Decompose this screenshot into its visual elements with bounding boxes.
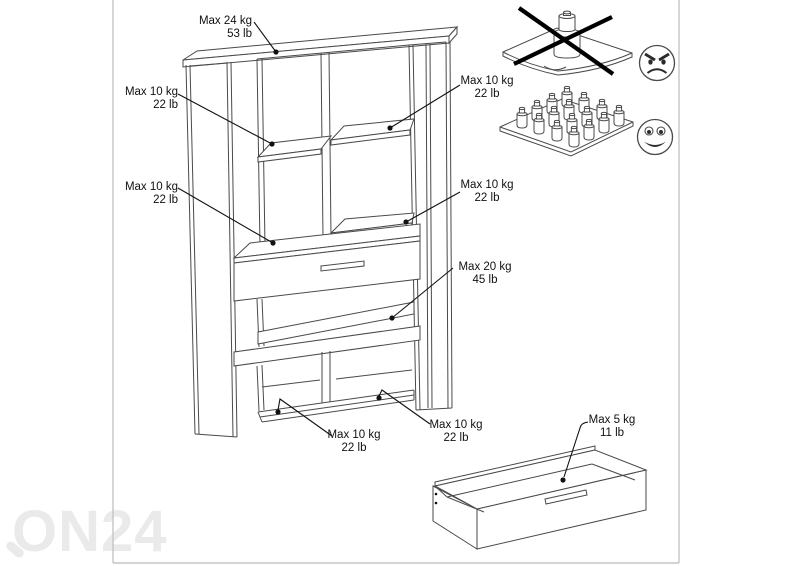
upper-right-shelf [329,118,415,146]
cabinet-drawing [182,25,459,438]
cabinet-top-panel [182,25,459,68]
pullout-drawer-drawing [432,445,648,550]
prohibition-cross-icon [513,6,615,76]
upper-left-shelf [256,135,333,163]
distributed-load-shelf-graphic [499,85,634,157]
overloaded-shelf-graphic [502,6,633,76]
weight-label-bottom-right-shelf: Max 10 kg 22 lb [429,419,483,444]
lower-section [256,351,415,423]
leader-lines [177,21,589,483]
angry-face-icon [638,44,676,82]
weight-label-middle-left-shelf: Max 10 kg 22 lb [124,181,178,206]
weight-label-upper-left-shelf: Max 10 kg 22 lb [124,86,178,111]
drawer-front [233,240,421,302]
weight-label-drawer: Max 5 kg 11 lb [588,414,636,439]
open-compartment [233,298,421,367]
weight-label-upper-right-shelf: Max 10 kg 22 lb [460,75,514,100]
drawer-pull-handle [544,489,588,505]
weight-label-top-panel: Max 24 kg 53 lb [198,15,252,40]
frame-border [112,0,680,564]
sag-indicator [543,65,567,71]
weight-label-middle-right-shelf: Max 10 kg 22 lb [460,179,514,204]
drawer-handle [320,260,365,272]
cabinet-left-side-panel [185,61,238,438]
happy-face-icon [636,118,674,156]
weight-label-open-compartment: Max 20 kg 45 lb [458,261,512,286]
watermark: ON24 [12,499,168,564]
weight-label-bottom-left-shelf: Max 10 kg 22 lb [327,429,381,454]
